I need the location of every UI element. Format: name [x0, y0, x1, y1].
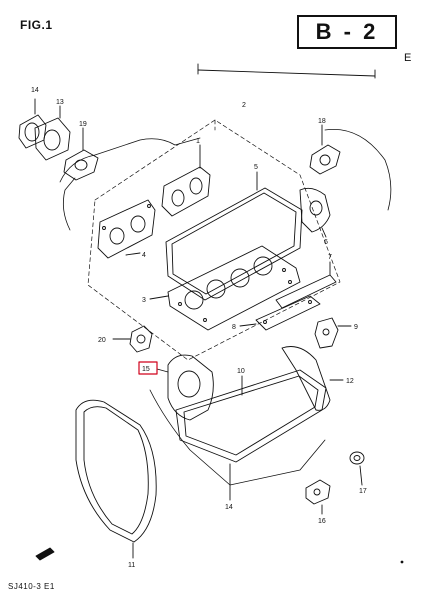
callout-5: 5 [254, 164, 258, 171]
callout-6: 6 [324, 239, 328, 246]
callout-4: 4 [142, 252, 146, 259]
part-19-flange [63, 127, 99, 181]
callout-7: 7 [328, 254, 332, 261]
callout-8: 8 [232, 324, 236, 331]
part-13-spacer [34, 105, 71, 161]
figure-label: FIG.1 [20, 18, 53, 32]
page-mark [400, 560, 404, 564]
part-8-side-gasket [239, 295, 321, 331]
part-1-intake-gasket [161, 144, 211, 217]
callout-20: 20 [98, 337, 106, 344]
part-16-breather-gasket [305, 479, 331, 515]
callout-13: 13 [56, 99, 64, 106]
callout-19: 19 [79, 121, 87, 128]
callout-15: 15 [142, 366, 150, 373]
section-code-box: B - 2 [297, 15, 397, 49]
callout-14-top: 14 [31, 87, 39, 94]
section-suffix: E [404, 52, 412, 64]
part-3-head-gasket [149, 245, 301, 331]
callout-12: 12 [346, 378, 354, 385]
part-4-manifold-gasket [97, 199, 156, 259]
part-10-oil-pan-gasket [175, 369, 327, 463]
callout-18: 18 [318, 118, 326, 125]
callout-11: 11 [128, 562, 135, 569]
callout-15-highlight [138, 361, 158, 375]
part-12-seal-gasket [281, 346, 344, 411]
callout-17: 17 [359, 488, 367, 495]
part-15-timing-cover-gasket [156, 354, 214, 421]
callout-14-bottom: 14 [225, 504, 233, 511]
callout-10: 10 [237, 368, 245, 375]
callout-2: 2 [242, 102, 246, 109]
forward-arrow-icon [35, 547, 55, 561]
part-6-outlet-gasket [299, 187, 331, 238]
model-code: SJ410-3 E1 [8, 582, 55, 591]
part-17-oil-seal [349, 451, 365, 486]
callout-1: 1 [196, 138, 200, 145]
header-rule [197, 63, 376, 79]
part-9-bracket-gasket [314, 317, 352, 349]
callout-3: 3 [142, 297, 146, 304]
part-20-round-gasket [112, 325, 153, 353]
part-14-gasket [18, 98, 47, 149]
callout-16: 16 [318, 518, 326, 525]
section-code: B - 2 [315, 19, 379, 44]
engine-block-outline [59, 128, 392, 486]
callout-9: 9 [354, 324, 358, 331]
part-5-valve-cover-gasket [165, 171, 303, 301]
engine-outline [87, 119, 341, 361]
part-7-strip-gasket [275, 261, 337, 309]
callout-labels: 14 13 19 2 18 1 5 4 6 7 3 8 9 20 15 10 1… [31, 87, 367, 569]
part-11-large-gasket [75, 399, 157, 559]
part-18-thermostat-gasket [309, 124, 341, 175]
